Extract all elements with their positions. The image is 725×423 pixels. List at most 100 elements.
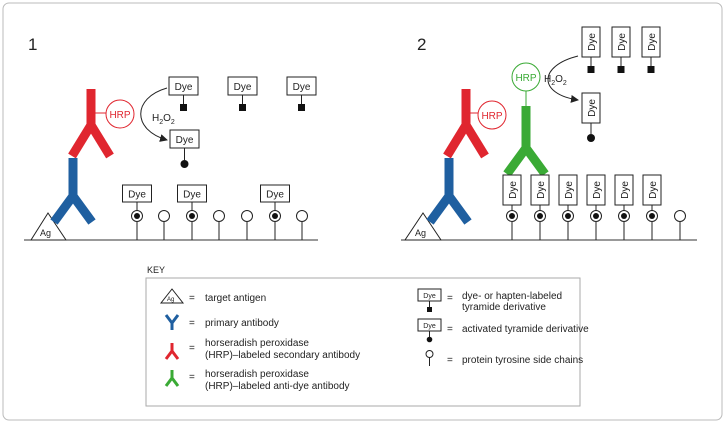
labeled-tyrosine: Dye bbox=[530, 174, 550, 240]
tyrosine-side-chain bbox=[158, 210, 170, 240]
hrp-label: HRP bbox=[109, 110, 130, 121]
primary-antibody bbox=[50, 158, 96, 225]
key-text: protein tyrosine side chains bbox=[462, 355, 583, 366]
key-text: (HRP)–labeled secondary antibody bbox=[205, 350, 360, 361]
antigen-label: Ag bbox=[415, 228, 426, 238]
key-box bbox=[145, 277, 581, 407]
dye-tyramide: Dye bbox=[286, 76, 317, 111]
antigen-label: Ag bbox=[40, 228, 51, 238]
tyrosine-icon bbox=[425, 350, 434, 358]
svg-text:=: = bbox=[189, 372, 195, 383]
tyrosine-side-chain bbox=[674, 210, 686, 240]
hrp-label: HRP bbox=[481, 111, 502, 122]
key-item-anti-dye-antibody: = horseradish peroxidase (HRP)–labeled a… bbox=[164, 369, 350, 392]
reaction-arrow bbox=[547, 55, 579, 103]
hrp-enzyme: HRP bbox=[511, 62, 541, 92]
primary-antibody-icon bbox=[164, 314, 180, 330]
hrp-secondary-antibody bbox=[68, 89, 114, 159]
tyrosine-side-chains: Dye Dye Dye Dye Dye Dye bbox=[502, 174, 686, 240]
panel-1: 1 Ag HRP H2O2 bbox=[24, 35, 318, 241]
hrp-anti-dye-antibody bbox=[503, 106, 549, 177]
antigen-icon-label: Ag bbox=[167, 297, 174, 303]
tyrosine-side-chains: Dye Dye Dye bbox=[122, 184, 308, 240]
dye-label: Dye bbox=[592, 181, 603, 199]
svg-text:Dye: Dye bbox=[423, 323, 436, 330]
target-antigen: Ag bbox=[30, 212, 67, 241]
key-text: tyramide derivative bbox=[462, 302, 546, 313]
dye-label: Dye bbox=[648, 181, 659, 199]
svg-text:=: = bbox=[447, 355, 453, 366]
panel-1-number: 1 bbox=[28, 35, 37, 54]
labeled-tyrosine: Dye bbox=[586, 174, 606, 240]
labeled-tyrosine: Dye bbox=[558, 174, 578, 240]
key-item-tyrosine: = protein tyrosine side chains bbox=[425, 350, 583, 366]
dye-tyramide: Dye bbox=[168, 76, 199, 111]
dye-tyramide: Dye bbox=[581, 26, 601, 73]
labeled-tyrosine: Dye bbox=[614, 174, 634, 240]
key-text: target antigen bbox=[205, 293, 266, 304]
antigen-icon bbox=[159, 288, 185, 304]
key-text: primary antibody bbox=[205, 318, 279, 329]
dye-tyramide: Dye bbox=[227, 76, 258, 111]
dye-label: Dye bbox=[617, 33, 628, 51]
dye-label: Dye bbox=[620, 181, 631, 199]
anti-dye-antibody-icon bbox=[164, 370, 180, 387]
dye-label: Dye bbox=[183, 190, 201, 201]
panel-2-number: 2 bbox=[417, 35, 426, 54]
dye-label: Dye bbox=[266, 190, 284, 201]
primary-antibody bbox=[426, 158, 472, 225]
dye-label: Dye bbox=[175, 82, 193, 93]
hrp-label: HRP bbox=[515, 73, 536, 84]
key-text: horseradish peroxidase bbox=[205, 338, 309, 349]
labeled-tyrosine: Dye bbox=[502, 174, 522, 240]
dye-tyramide: Dye bbox=[611, 26, 631, 73]
key-item-antigen: Ag = target antigen bbox=[159, 288, 266, 304]
h2o2-label: H2O2 bbox=[152, 113, 175, 126]
hrp-secondary-antibody bbox=[443, 89, 489, 159]
activated-tyramide: Dye bbox=[169, 129, 200, 168]
svg-text:=: = bbox=[189, 293, 195, 304]
svg-text:=: = bbox=[447, 293, 453, 304]
dye-tyramide: Dye bbox=[641, 26, 661, 73]
tyrosine-side-chain bbox=[296, 210, 308, 240]
dye-label: Dye bbox=[564, 181, 575, 199]
hrp-enzyme: HRP bbox=[477, 100, 507, 130]
labeled-tyrosine: Dye bbox=[122, 184, 152, 240]
panel-2: 2 Ag HRP HRP bbox=[401, 26, 697, 241]
dye-label: Dye bbox=[234, 82, 252, 93]
key-title: KEY bbox=[147, 265, 165, 275]
labeled-tyrosine: Dye bbox=[177, 184, 207, 240]
activated-tyramide: Dye bbox=[581, 92, 601, 142]
dye-label: Dye bbox=[293, 82, 311, 93]
dye-label: Dye bbox=[536, 181, 547, 199]
dye-label: Dye bbox=[647, 33, 658, 51]
svg-text:=: = bbox=[447, 324, 453, 335]
key-item-activated-tyramide: Dye = activated tyramide derivative bbox=[417, 318, 589, 343]
dye-label: Dye bbox=[128, 190, 146, 201]
secondary-antibody-icon bbox=[164, 343, 180, 360]
reaction-arrow bbox=[140, 87, 168, 142]
svg-text:Dye: Dye bbox=[423, 293, 436, 300]
key-text: dye- or hapten-labeled bbox=[462, 291, 562, 302]
dye-label: Dye bbox=[508, 181, 519, 199]
target-antigen: Ag bbox=[404, 212, 442, 241]
key-item-secondary-antibody: = horseradish peroxidase (HRP)–labeled s… bbox=[164, 338, 360, 361]
tyrosine-side-chain bbox=[213, 210, 225, 240]
labeled-tyrosine: Dye bbox=[260, 184, 290, 240]
dye-label: Dye bbox=[176, 135, 194, 146]
key-item-dye-tyramide: Dye = dye- or hapten-labeled tyramide de… bbox=[417, 288, 562, 313]
dye-label: Dye bbox=[587, 99, 598, 117]
key-text: activated tyramide derivative bbox=[462, 324, 589, 335]
key-legend: KEY Ag = target antigen = primary antibo… bbox=[145, 265, 589, 407]
tyrosine-side-chain bbox=[241, 210, 253, 240]
dye-label: Dye bbox=[587, 33, 598, 51]
labeled-tyrosine: Dye bbox=[642, 174, 662, 240]
key-text: (HRP)–labeled anti-dye antibody bbox=[205, 381, 350, 392]
hrp-enzyme: HRP bbox=[105, 99, 135, 129]
key-item-primary-antibody: = primary antibody bbox=[164, 314, 279, 330]
svg-text:=: = bbox=[189, 318, 195, 329]
svg-text:=: = bbox=[189, 343, 195, 354]
key-text: horseradish peroxidase bbox=[205, 369, 309, 380]
